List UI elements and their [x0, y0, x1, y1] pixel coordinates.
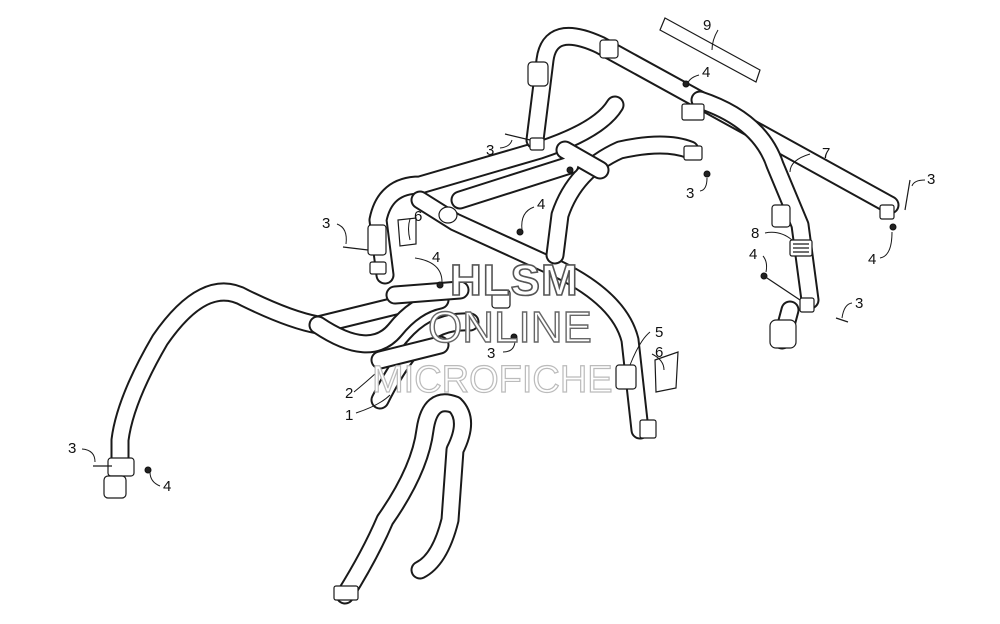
callout-3-rear-lower: 3: [855, 295, 863, 312]
callout-6-left: 6: [414, 208, 422, 225]
rear-top-clamp: [599, 39, 619, 59]
nut-4c: [516, 228, 524, 236]
bolt-3g: [835, 317, 849, 323]
cable-8: [763, 275, 801, 301]
watermark-line1: HLSM: [450, 256, 579, 305]
front-cross-clamp: [491, 289, 511, 309]
rear-right-clamp: [771, 204, 791, 228]
callout-4-mid: 4: [537, 196, 545, 213]
callout-9: 9: [703, 17, 711, 34]
rear-crossbar-clamp: [681, 103, 705, 121]
callout-4-rear-spring: 4: [749, 246, 757, 263]
right-side-clamp: [615, 364, 637, 390]
rear-lower-clamp: [799, 297, 815, 313]
watermark-line2: ONLINE: [428, 303, 592, 352]
callout-1: 1: [345, 407, 353, 424]
nut-4b: [436, 281, 444, 289]
decal-9: [659, 17, 761, 83]
bolt-3c: [510, 333, 518, 341]
callout-labels: 1 2 3 3 3 3 3 3 3 4 4 4 4 4 4 5 6 6 7 8 …: [68, 17, 935, 495]
bolt-3f: [904, 179, 911, 211]
mid-right-clamp: [683, 145, 703, 161]
decals: [397, 17, 761, 393]
front-right-foot: [333, 585, 359, 601]
rear-left-foot: [529, 137, 545, 151]
nut-4a: [144, 466, 152, 474]
callout-3-mid-right: 3: [686, 185, 694, 202]
callout-4-rear-top: 4: [702, 64, 710, 81]
callout-3-front-cross: 3: [487, 345, 495, 362]
mid-left-foot: [369, 261, 387, 275]
callout-4-rear-end: 4: [868, 251, 876, 268]
bolt-3d: [504, 133, 531, 141]
front-left-clamp: [107, 457, 135, 477]
decal-6-left: [397, 217, 417, 247]
nut-4d: [566, 166, 574, 174]
nut-4f: [889, 223, 897, 231]
mid-left-clamp: [367, 224, 387, 256]
callout-3-mid-left: 3: [322, 215, 330, 232]
decal-6-right: [654, 351, 679, 393]
callout-7: 7: [822, 145, 830, 162]
callout-4-front-cross: 4: [432, 249, 440, 266]
bolt-3b: [342, 246, 369, 251]
watermark-line3: MICROFICHE: [372, 359, 613, 401]
rear-end-cap: [879, 204, 895, 220]
mid-clamp-collar: [438, 206, 458, 224]
callout-3-rear-left: 3: [486, 142, 494, 159]
bolt-3e: [703, 170, 711, 178]
callout-3-front-left: 3: [68, 440, 76, 457]
hardware: [93, 80, 911, 474]
right-side-foot: [639, 419, 657, 439]
callout-8: 8: [751, 225, 759, 242]
front-left-foot: [103, 475, 127, 499]
watermark: HLSM ONLINE MICROFICHE: [371, 255, 613, 401]
spring-coils: [793, 243, 809, 253]
callout-6-right: 6: [655, 344, 663, 361]
leader-lines: [81, 29, 926, 487]
callout-3-rear-end: 3: [927, 171, 935, 188]
callout-5: 5: [655, 324, 663, 341]
callout-2: 2: [345, 385, 353, 402]
clamps: [103, 39, 895, 601]
rear-right-foot: [769, 319, 797, 349]
rear-left-clamp: [527, 61, 549, 87]
callout-4-front-left: 4: [163, 478, 171, 495]
